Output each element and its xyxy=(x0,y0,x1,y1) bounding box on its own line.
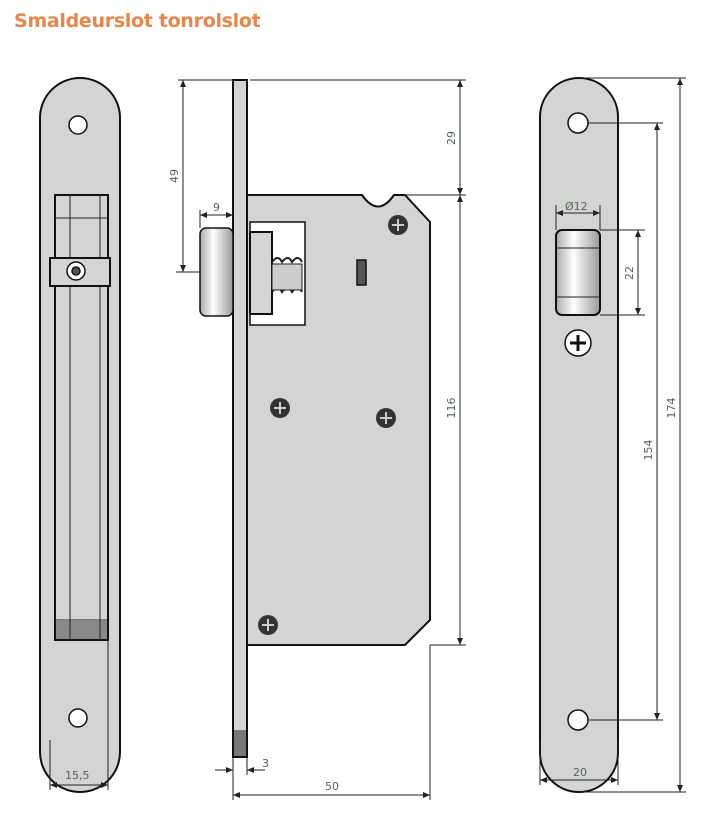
front-plate-view xyxy=(39,77,121,793)
dim-case-height: 116 xyxy=(445,398,458,419)
screw-icon xyxy=(258,615,278,635)
dim-case-depth: 50 xyxy=(325,780,339,793)
dim-roller-diameter: Ø12 xyxy=(565,200,588,213)
screw-icon xyxy=(388,215,408,235)
dim-strike-height: 174 xyxy=(665,398,678,419)
strike-plate-view xyxy=(539,77,619,793)
dim-latch-projection: 9 xyxy=(213,201,220,214)
screw-icon xyxy=(376,408,396,428)
dim-strike-width: 20 xyxy=(573,766,587,779)
dimension-lines xyxy=(49,77,686,800)
screw-icon xyxy=(270,398,290,418)
dim-hole-spacing: 154 xyxy=(642,440,655,461)
page-title: Smaldeurslot tonrolslot xyxy=(14,10,261,32)
screw-icon xyxy=(564,329,592,357)
dim-top-offset: 29 xyxy=(445,131,458,145)
dim-forend-width: 15,5 xyxy=(65,769,90,782)
dim-faceplate-thickness: 3 xyxy=(262,757,269,770)
dim-backset-height: 49 xyxy=(168,169,181,183)
side-view xyxy=(199,79,431,758)
dim-roller-height: 22 xyxy=(623,266,636,280)
